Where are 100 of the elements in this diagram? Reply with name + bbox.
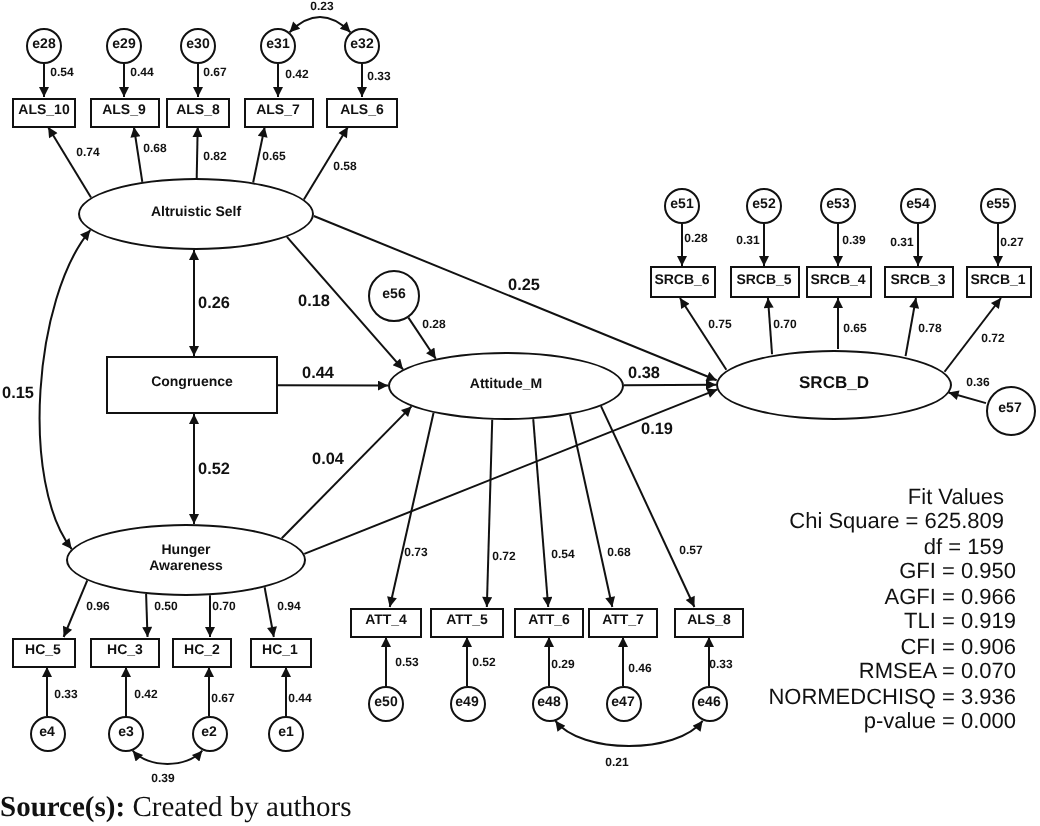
path-arrow [677, 223, 687, 267]
error-circle [691, 686, 727, 722]
path-arrow [462, 636, 472, 687]
fit-statistic: p-value = 0.000 [863, 712, 1016, 735]
indicator-box [172, 637, 232, 667]
path-arrow [277, 380, 389, 391]
path-arrow [482, 418, 494, 608]
coefficient-label: 0.44 [302, 365, 334, 383]
coefficient-label: 0.52 [198, 461, 230, 479]
indicator-box [90, 637, 160, 667]
indicator-box [430, 607, 504, 637]
path-arrow [285, 235, 405, 371]
covariance-arrow [288, 16, 352, 34]
path-arrow [281, 666, 291, 717]
fit-statistic: GFI = 0.950 [899, 562, 1016, 585]
error-circle [268, 716, 304, 752]
indicator-box [649, 266, 715, 298]
error-circle [368, 270, 420, 322]
path-arrow [678, 297, 728, 371]
path-arrow [913, 223, 923, 267]
error-circle [820, 188, 856, 224]
path-arrow [205, 594, 215, 638]
path-arrow [357, 63, 367, 98]
error-circle [746, 188, 782, 224]
path-arrow [47, 126, 92, 199]
covariance-arrow [189, 249, 199, 357]
error-circle [106, 28, 142, 64]
latent-ellipse [388, 352, 624, 420]
fit-statistic: CFI = 0.906 [900, 637, 1016, 660]
path-arrow [302, 126, 349, 201]
latent-label: SRCB_D [799, 374, 869, 394]
indicator-box [166, 97, 230, 127]
fit-statistic: AGFI = 0.966 [884, 587, 1016, 610]
error-circle [368, 686, 404, 722]
fit-statistic: RMSEA = 0.070 [858, 662, 1016, 685]
path-arrow [42, 666, 52, 717]
indicator-box [350, 607, 422, 637]
error-circle [900, 188, 936, 224]
indicator-box [674, 607, 744, 637]
path-arrow [62, 579, 89, 638]
path-arrow [943, 297, 1002, 373]
variable-box [106, 356, 278, 414]
path-arrow [947, 390, 987, 405]
path-arrow [381, 636, 391, 687]
fit-statistic: TLI = 0.919 [904, 612, 1016, 635]
path-arrow [263, 586, 277, 638]
error-circle [191, 716, 227, 752]
error-circle [664, 188, 700, 224]
path-arrow [623, 379, 717, 390]
error-circle [985, 385, 1035, 435]
fit-statistic: df = 159 [923, 537, 1004, 560]
path-arrow [704, 636, 714, 687]
error-circle [344, 28, 380, 64]
error-circle [449, 686, 485, 722]
indicator-box [11, 637, 75, 667]
path-arrow [204, 666, 214, 717]
fit-values-heading: Fit Values [907, 487, 1004, 509]
path-arrow [904, 297, 920, 358]
path-arrow [280, 405, 413, 540]
error-circle [108, 716, 144, 752]
coefficient-label: 0.26 [198, 295, 230, 313]
error-circle [29, 716, 65, 752]
source-caption: Source(s): Created by authors [0, 792, 352, 826]
coefficient-label: 0.19 [641, 421, 673, 439]
covariance-arrow [131, 749, 204, 765]
latent-ellipse [66, 524, 306, 596]
error-circle [260, 28, 296, 64]
error-circle [180, 28, 216, 64]
path-arrow [759, 223, 769, 267]
error-circle [26, 28, 62, 64]
indicator-box [326, 97, 398, 127]
path-arrow [192, 126, 203, 179]
coefficient-label: 0.38 [628, 365, 660, 383]
error-circle [531, 686, 567, 722]
path-arrow [252, 126, 268, 184]
fit-statistic: Chi Square = 625.809 [789, 512, 1004, 535]
path-arrow [544, 636, 554, 687]
path-arrow [833, 223, 843, 267]
indicator-box [514, 607, 584, 637]
path-arrow [273, 63, 283, 98]
indicator-box [965, 266, 1031, 298]
indicator-box [12, 97, 76, 127]
error-circle [980, 188, 1016, 224]
indicator-box [805, 266, 871, 298]
path-arrow [532, 418, 553, 608]
indicator-box [883, 266, 953, 298]
covariance-arrow [189, 413, 199, 526]
path-arrow [763, 297, 774, 356]
path-arrow [142, 592, 153, 638]
indicator-box [89, 97, 159, 127]
coefficient-label: 0.15 [2, 385, 34, 403]
covariance-arrow [554, 719, 704, 747]
indicator-box [729, 266, 799, 298]
path-arrow [312, 214, 718, 382]
path-arrow [833, 297, 843, 350]
indicator-box [249, 637, 311, 667]
fit-statistic: NORMEDCHISQ = 3.936 [768, 687, 1016, 710]
path-arrow [993, 223, 1003, 267]
path-arrow [39, 63, 49, 98]
coefficient-label: 0.25 [508, 277, 540, 295]
